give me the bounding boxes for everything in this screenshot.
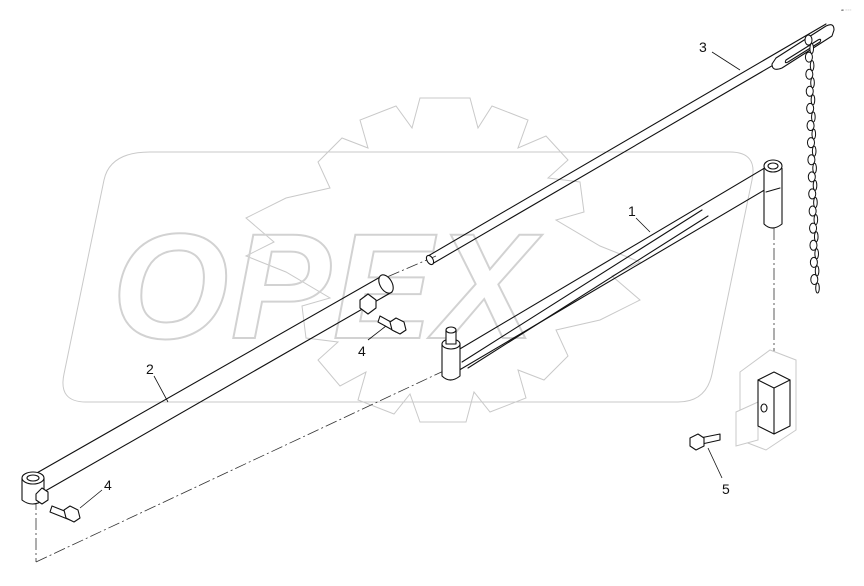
chain-link: [806, 102, 815, 114]
leader-lines: [79, 51, 741, 509]
chain-link: [805, 68, 814, 80]
bolt-4-lower: [49, 505, 81, 523]
part-1-bracket: [441, 159, 783, 381]
chain-link: [806, 137, 815, 149]
callout-4-lower: 4: [104, 477, 112, 493]
callouts: 1 2 3 4 4 5: [104, 39, 730, 497]
chain-link: [807, 171, 816, 183]
chain-link: [806, 120, 815, 132]
callout-3: 3: [699, 39, 707, 55]
chain-link: [809, 239, 818, 251]
leader-5: [707, 447, 723, 479]
chain-link: [808, 205, 817, 217]
chain-link: [807, 154, 816, 166]
chain-link: [804, 51, 813, 63]
chain: [804, 34, 820, 294]
leader-4-lower: [79, 489, 103, 509]
chain-link: [804, 34, 813, 46]
callout-2: 2: [146, 361, 154, 377]
callout-1: 1: [628, 203, 636, 219]
callout-4-upper: 4: [358, 343, 366, 359]
chain-link: [810, 273, 819, 285]
watermark-frame: [62, 151, 754, 403]
chain-link: [809, 222, 818, 234]
part-2-rod: [21, 274, 394, 505]
leader-4-upper: [367, 325, 387, 341]
corner-code: ᵃᵇ ⁻⁻⁻: [841, 8, 851, 13]
leader-3: [711, 51, 741, 71]
watermark-logo: OPEX: [62, 97, 754, 423]
callout-5: 5: [722, 481, 730, 497]
chain-link: [805, 85, 814, 97]
leader-1: [635, 217, 651, 233]
chain-link: [808, 188, 817, 200]
mounting-bracket: [735, 349, 797, 451]
part-3-rod: [425, 23, 835, 266]
leader-2: [153, 375, 169, 403]
centerline-bottom-diagonal: [35, 367, 451, 563]
watermark-gear: [244, 97, 642, 423]
chain-link: [809, 256, 818, 268]
bolt-4-upper: [377, 315, 407, 335]
chain-link: [815, 282, 820, 294]
bolt-5: [689, 433, 721, 451]
